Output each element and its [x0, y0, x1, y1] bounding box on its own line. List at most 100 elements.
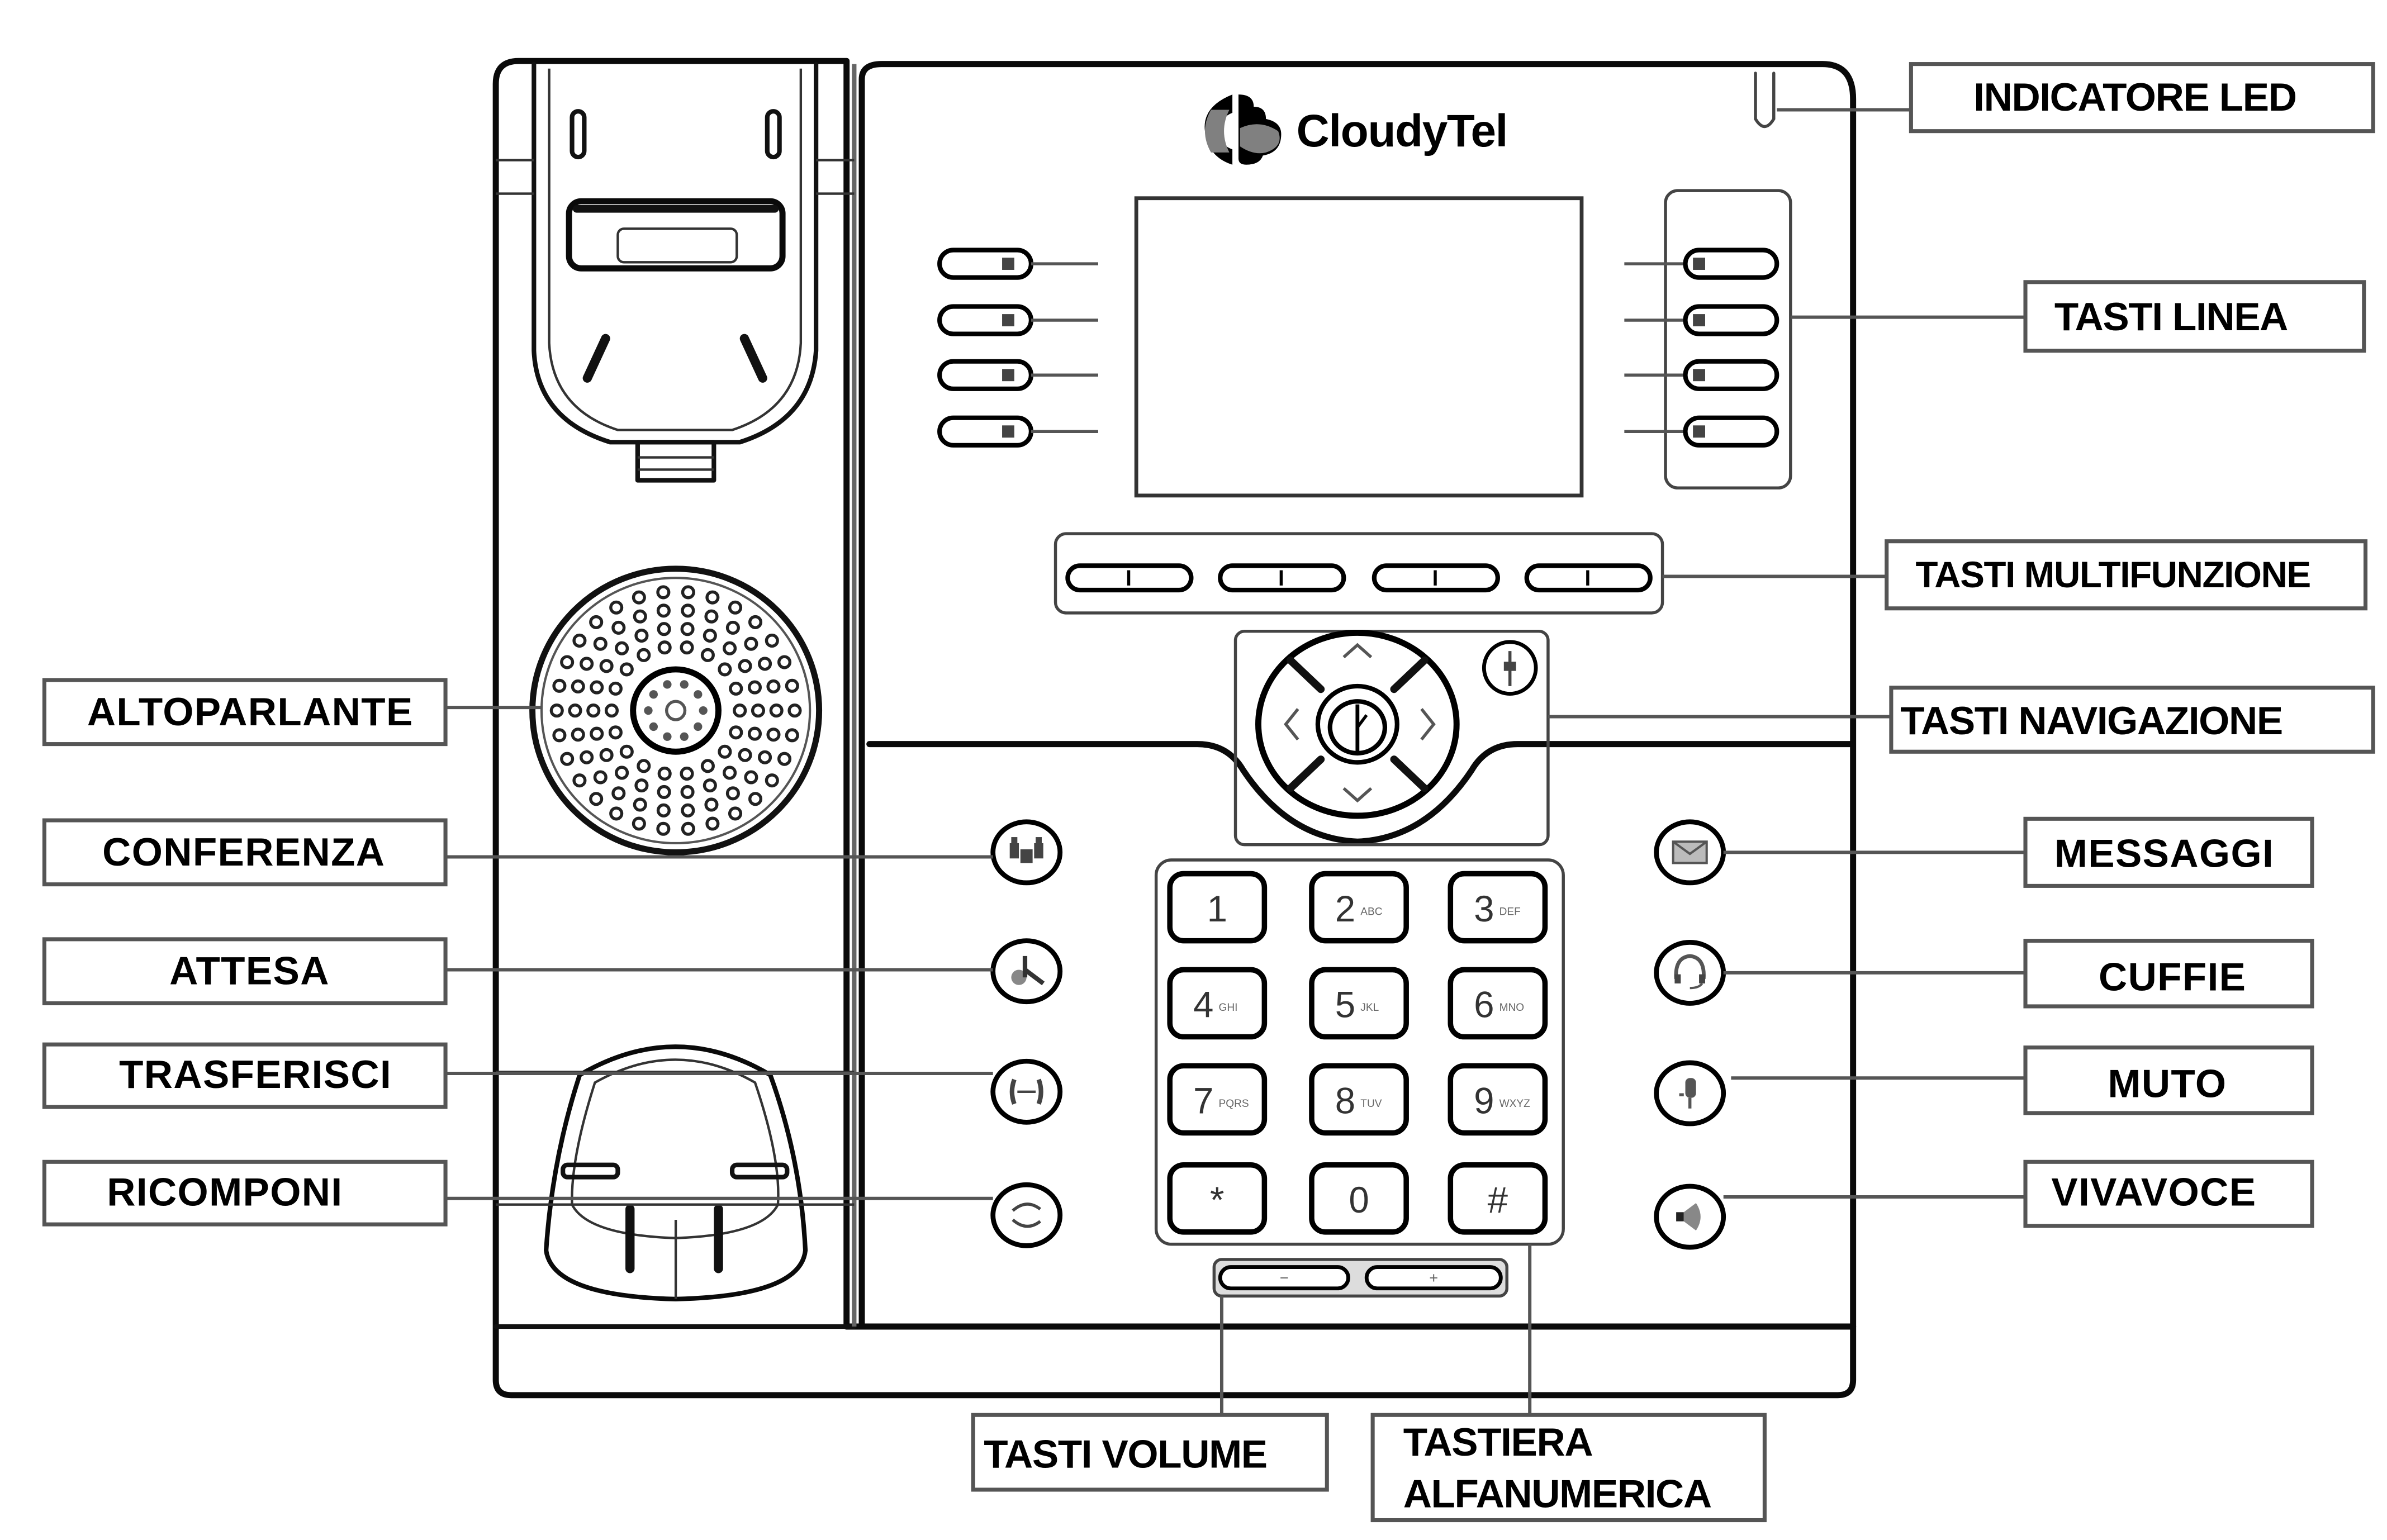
keypad-key-star[interactable]: *	[1167, 1162, 1268, 1235]
nav-down-icon[interactable]	[1342, 787, 1373, 803]
keypad-digit: 4	[1193, 985, 1213, 1025]
line-keys-left	[937, 248, 1098, 448]
conference-button[interactable]	[990, 819, 1063, 886]
line-key-right-3[interactable]	[1624, 359, 1779, 391]
display-screen	[1134, 196, 1584, 498]
grille-hole	[589, 792, 604, 806]
grille-hole	[571, 679, 585, 694]
callout-indicator-led: INDICATORE LED	[1909, 62, 2375, 134]
line-key-left-4[interactable]	[937, 415, 1098, 448]
volume-up-button[interactable]: +	[1364, 1265, 1503, 1291]
keypad-key-hash[interactable]: #	[1448, 1162, 1548, 1235]
grille-hole	[777, 752, 792, 766]
soft-key-4[interactable]	[1524, 563, 1653, 593]
keypad-panel	[1154, 858, 1565, 1246]
mic-mute-icon	[1679, 1078, 1696, 1109]
grille-hole	[663, 680, 672, 689]
grille-hole	[704, 797, 719, 812]
grille-hole	[552, 728, 567, 743]
grille-hole	[572, 773, 587, 788]
led-indicator	[1754, 72, 1776, 129]
line-key-left-3[interactable]	[937, 359, 1098, 391]
headset-icon	[1674, 954, 1706, 990]
line-key-left-2[interactable]	[937, 304, 1098, 336]
keypad-digit: 9	[1474, 1081, 1494, 1121]
nav-up-icon[interactable]	[1342, 643, 1373, 659]
grille-hole	[656, 585, 671, 600]
right-function-keys	[1654, 819, 1726, 1250]
keypad-digit: 6	[1474, 985, 1494, 1025]
grille-hole	[718, 662, 732, 677]
soft-key-3[interactable]	[1372, 563, 1500, 593]
grille-hole	[611, 620, 626, 635]
grille-hole	[656, 803, 671, 817]
line-key-right-4[interactable]	[1624, 415, 1779, 448]
volume-down-button[interactable]: −	[1218, 1265, 1350, 1291]
label-line-keys: TASTI LINEA	[2054, 295, 2288, 339]
grille-hole	[590, 680, 604, 695]
grille-hole	[725, 786, 740, 801]
transfer-button[interactable]	[990, 1058, 1063, 1125]
soft-key-2[interactable]	[1218, 563, 1346, 593]
grille-hole	[681, 803, 695, 817]
speakerphone-button[interactable]	[1654, 1183, 1726, 1250]
callout-speakerphone: VIVAVOCE	[2023, 1159, 2314, 1228]
grille-hole	[733, 704, 747, 718]
label-hold: ATTESA	[169, 949, 330, 994]
soft-key-1[interactable]	[1065, 563, 1194, 593]
grille-hole	[599, 748, 614, 762]
grille-hole	[552, 678, 567, 693]
grille-hole	[589, 615, 604, 629]
phone-body	[492, 58, 1857, 1399]
line-key-left-1[interactable]	[937, 248, 1098, 280]
mute-button[interactable]	[1654, 1060, 1726, 1127]
grille-hole	[680, 622, 695, 636]
hold-button[interactable]	[990, 938, 1063, 1005]
keypad-key-0[interactable]: 0	[1309, 1162, 1409, 1235]
nav-right-icon[interactable]	[1420, 708, 1436, 741]
grille-hole	[632, 816, 646, 831]
keypad-key-1[interactable]: 1	[1167, 871, 1268, 944]
grille-hole	[657, 622, 671, 636]
keypad-digit: 1	[1207, 888, 1227, 929]
messages-button[interactable]	[1654, 819, 1726, 886]
label-headset: CUFFIE	[2099, 956, 2246, 1000]
bluetooth-button[interactable]	[1482, 640, 1538, 696]
volume-keys: − +	[1212, 1258, 1508, 1298]
headset-button[interactable]	[1654, 939, 1726, 1006]
callout-headset: CUFFIE	[2023, 939, 2314, 1009]
grille-hole	[766, 728, 781, 742]
nav-ok-button[interactable]	[1327, 699, 1388, 756]
callout-keypad: TASTIERA ALFANUMERICA	[1370, 1413, 1767, 1523]
grille-hole	[609, 806, 624, 821]
grille-hole	[599, 659, 614, 673]
nav-left-icon[interactable]	[1284, 708, 1299, 741]
grille-hole	[744, 636, 758, 651]
redial-button[interactable]	[990, 1182, 1063, 1248]
label-nav-keys: TASTI NAVIGAZIONE	[1900, 699, 2282, 743]
grille-hole	[785, 728, 799, 743]
grille-hole	[560, 752, 575, 766]
label-mute: MUTO	[2108, 1062, 2227, 1106]
grille-hole	[608, 725, 623, 740]
label-soft-keys: TASTI MULTIFUNZIONE	[1916, 554, 2310, 595]
keypad-digit: 2	[1335, 888, 1355, 929]
line-key-right-2[interactable]	[1624, 304, 1779, 336]
grille-hole	[657, 785, 671, 799]
line-key-right-1[interactable]	[1624, 248, 1779, 280]
grille-hole	[680, 680, 689, 689]
grille-hole	[549, 704, 564, 718]
grille-hole	[751, 704, 766, 718]
label-keypad-line1: TASTIERA	[1403, 1420, 1593, 1465]
brand-logo: CloudyTel	[1204, 94, 1508, 165]
grille-hole	[729, 725, 743, 740]
grille-hole	[748, 792, 763, 806]
